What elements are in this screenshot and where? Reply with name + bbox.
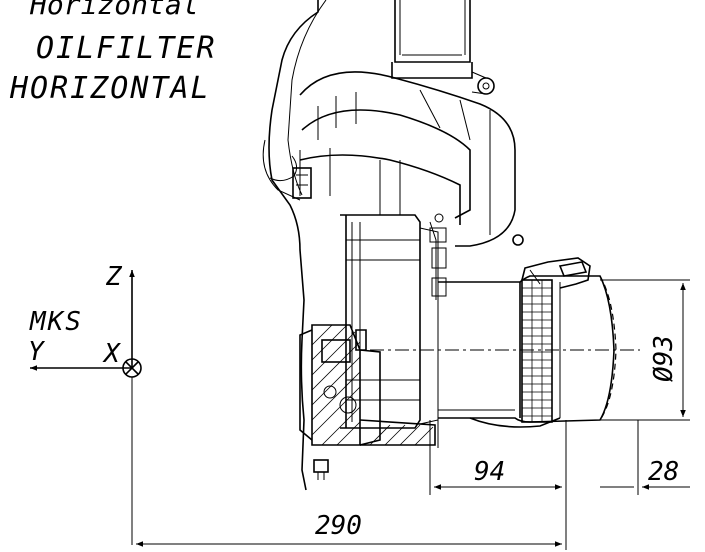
dim-94-label: 94	[474, 457, 505, 487]
dim-290-label: 290	[315, 511, 362, 541]
dim-diameter-label: Ø93	[649, 335, 679, 382]
title-line-2: HORIZONTAL	[9, 71, 211, 106]
dim-28-label: 28	[648, 457, 679, 487]
dimension-lines	[136, 279, 690, 550]
title-line-1: OILFILTER	[36, 31, 217, 66]
filter-ribs	[521, 279, 553, 423]
coordinate-system	[30, 270, 142, 545]
axis-z-label: Z	[105, 262, 123, 292]
axis-x-label: X	[102, 339, 121, 369]
mks-label: MKS	[29, 307, 83, 337]
engine-housing-outline	[262, 0, 640, 491]
title-cut-text: Horizontal	[29, 0, 199, 21]
axis-y-label: Y	[28, 337, 46, 367]
